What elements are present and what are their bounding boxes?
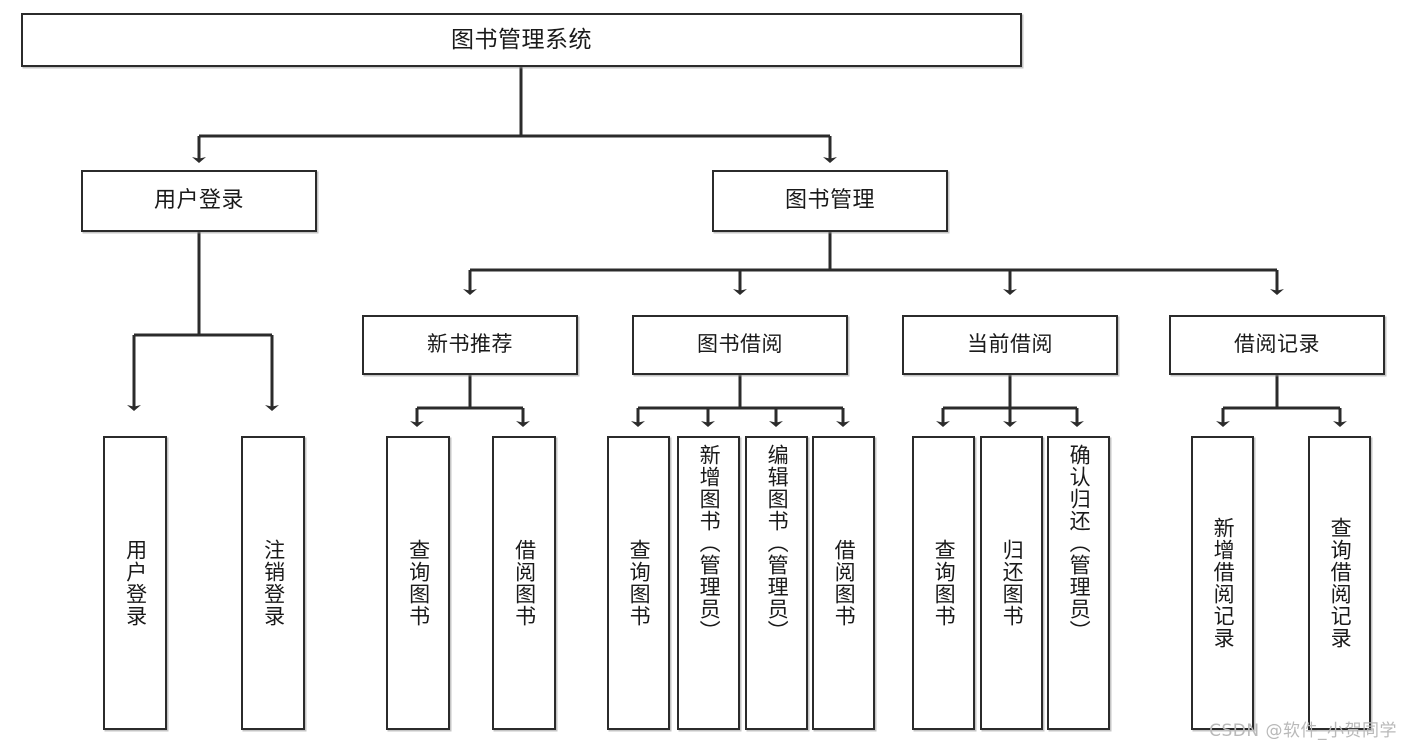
node-current-borrow-label: 当前借阅	[967, 332, 1053, 357]
node-borrow-record[interactable]: 借阅记录	[1169, 315, 1385, 375]
leaf-edit-book[interactable]: 编辑图书（管理员）	[745, 436, 808, 730]
node-new-book-recommend[interactable]: 新书推荐	[362, 315, 578, 375]
node-new-book-recommend-label: 新书推荐	[427, 332, 513, 357]
leaf-user-login[interactable]: 用户登录	[103, 436, 167, 730]
node-borrow-record-label: 借阅记录	[1234, 332, 1320, 357]
leaf-query-book-3-label: 查询图书	[932, 539, 957, 627]
node-book-borrow[interactable]: 图书借阅	[632, 315, 848, 375]
node-book-manage-label: 图书管理	[784, 187, 875, 213]
leaf-query-book-2[interactable]: 查询图书	[607, 436, 670, 730]
leaf-borrow-book-1[interactable]: 借阅图书	[492, 436, 556, 730]
leaf-query-borrow-record[interactable]: 查询借阅记录	[1308, 436, 1371, 730]
node-user-login-label: 用户登录	[153, 187, 244, 213]
leaf-confirm-return[interactable]: 确认归还（管理员）	[1047, 436, 1110, 730]
leaf-add-borrow-record[interactable]: 新增借阅记录	[1191, 436, 1254, 730]
leaf-borrow-book-2[interactable]: 借阅图书	[812, 436, 875, 730]
leaf-query-book-3[interactable]: 查询图书	[912, 436, 975, 730]
leaf-user-login-label: 用户登录	[123, 539, 148, 627]
leaf-query-book-1-label: 查询图书	[406, 539, 431, 627]
leaf-user-logout[interactable]: 注销登录	[241, 436, 305, 730]
leaf-add-borrow-record-label: 新增借阅记录	[1211, 517, 1236, 649]
node-user-login[interactable]: 用户登录	[81, 170, 317, 232]
leaf-query-book-2-label: 查询图书	[627, 539, 652, 627]
leaf-edit-book-label: 编辑图书（管理员）	[765, 444, 790, 642]
leaf-query-borrow-record-label: 查询借阅记录	[1328, 517, 1353, 649]
leaf-borrow-book-1-label: 借阅图书	[512, 539, 537, 627]
leaf-borrow-book-2-label: 借阅图书	[832, 539, 857, 627]
node-book-manage[interactable]: 图书管理	[712, 170, 948, 232]
node-root-label: 图书管理系统	[451, 26, 592, 53]
leaf-return-book-label: 归还图书	[1000, 539, 1025, 627]
leaf-return-book[interactable]: 归还图书	[980, 436, 1043, 730]
leaf-add-book-label: 新增图书（管理员）	[697, 444, 722, 642]
csdn-watermark: CSDN @软件_小贺同学	[1209, 721, 1397, 741]
leaf-query-book-1[interactable]: 查询图书	[386, 436, 450, 730]
node-current-borrow[interactable]: 当前借阅	[902, 315, 1118, 375]
node-book-borrow-label: 图书借阅	[697, 332, 783, 357]
leaf-confirm-return-label: 确认归还（管理员）	[1067, 444, 1092, 642]
leaf-add-book[interactable]: 新增图书（管理员）	[677, 436, 740, 730]
leaf-user-logout-label: 注销登录	[261, 539, 286, 627]
node-root[interactable]: 图书管理系统	[21, 13, 1022, 67]
